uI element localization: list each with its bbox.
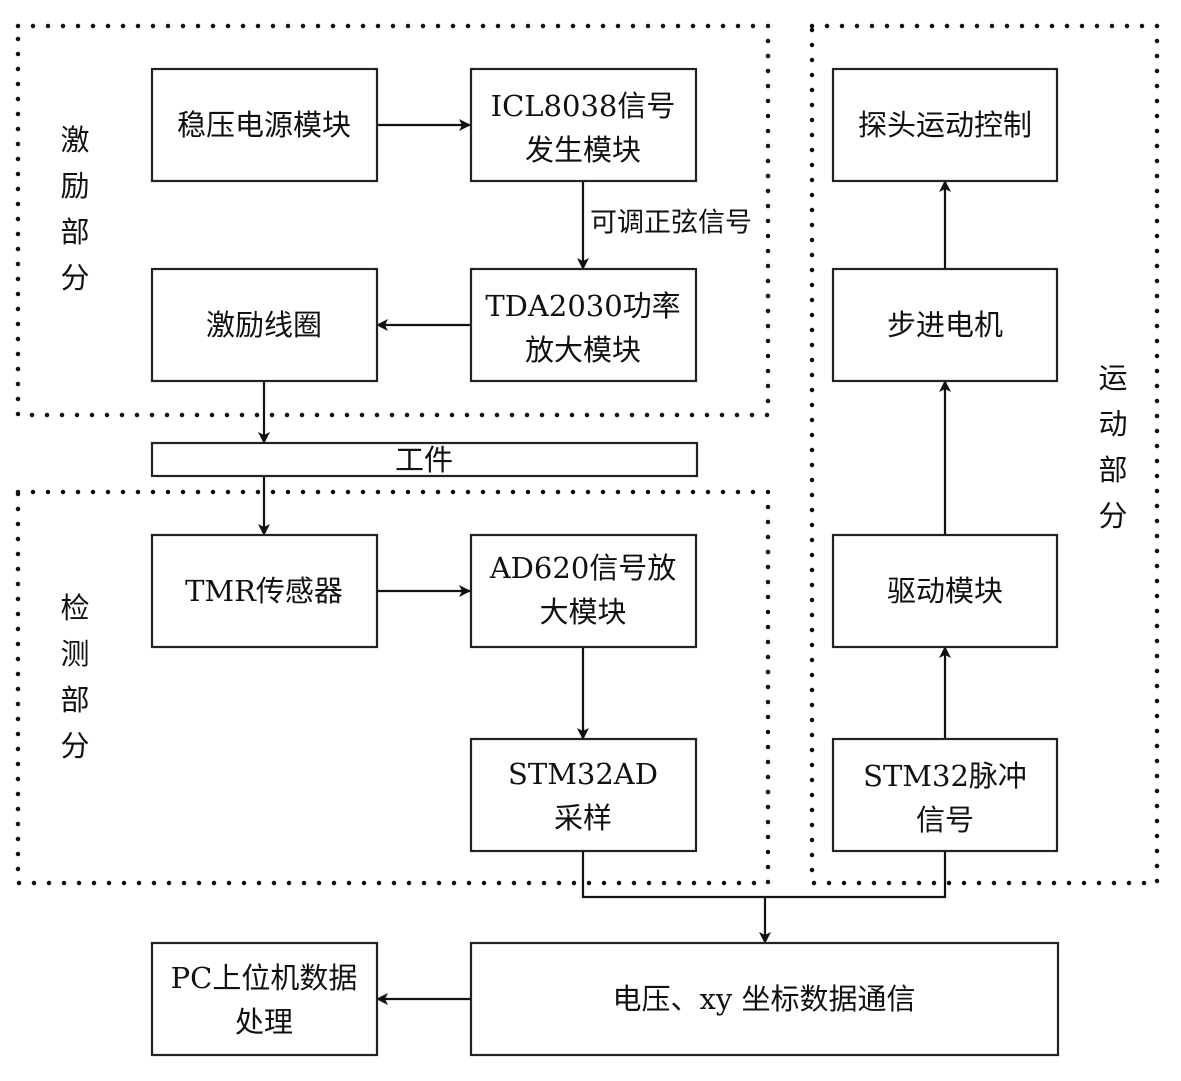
block-label: 步进电机 bbox=[887, 308, 1003, 342]
region-label-char: 分 bbox=[60, 261, 89, 295]
motion-region-label: 运 动 部 分 bbox=[1098, 361, 1127, 533]
block-label: 驱动模块 bbox=[887, 574, 1003, 608]
block-label: 信号 bbox=[916, 803, 974, 837]
block-tmr-sensor: TMR传感器 bbox=[150, 533, 379, 649]
block-probe-control: 探头运动控制 bbox=[831, 67, 1059, 183]
detection-region-label: 检 测 部 分 bbox=[60, 591, 89, 763]
block-label: 激励线圈 bbox=[206, 308, 322, 342]
block-regulated-power: 稳压电源模块 bbox=[150, 67, 379, 183]
block-workpiece: 工件 bbox=[150, 441, 699, 478]
block-ad620: AD620信号放 大模块 bbox=[469, 533, 698, 649]
block-label: 采样 bbox=[554, 801, 612, 835]
block-label: PC上位机数据 bbox=[171, 961, 358, 995]
region-label-char: 部 bbox=[60, 215, 89, 249]
region-label-char: 激 bbox=[60, 123, 89, 157]
region-label-char: 部 bbox=[60, 683, 89, 717]
block-data-comm: 电压、xy 坐标数据通信 bbox=[469, 941, 1060, 1057]
region-label-char: 部 bbox=[1098, 453, 1127, 487]
block-label: 探头运动控制 bbox=[858, 108, 1032, 142]
block-label: TDA2030功率 bbox=[485, 289, 680, 323]
block-label: 处理 bbox=[235, 1005, 293, 1039]
detection-region bbox=[15, 489, 771, 886]
block-label: STM32AD bbox=[508, 757, 658, 791]
region-label-char: 检 bbox=[60, 591, 89, 625]
block-label: 工件 bbox=[395, 443, 453, 477]
edge-label-sine-signal: 可调正弦信号 bbox=[590, 208, 752, 239]
excitation-region-label: 激 励 部 分 bbox=[60, 123, 89, 295]
block-label: AD620信号放 bbox=[489, 551, 677, 585]
block-icl8038: ICL8038信号 发生模块 bbox=[469, 67, 698, 183]
block-pc-processing: PC上位机数据 处理 bbox=[150, 941, 379, 1057]
block-label: STM32脉冲 bbox=[863, 759, 1027, 793]
connector-stm32-merge bbox=[581, 851, 947, 899]
block-label: 稳压电源模块 bbox=[177, 108, 351, 142]
excitation-region bbox=[15, 23, 771, 418]
block-label: TMR传感器 bbox=[185, 574, 343, 608]
block-driver: 驱动模块 bbox=[831, 533, 1059, 649]
block-excitation-coil: 激励线圈 bbox=[150, 267, 379, 383]
region-label-char: 动 bbox=[1098, 407, 1127, 441]
block-stm32-pulse: STM32脉冲 信号 bbox=[831, 737, 1059, 853]
region-label-char: 测 bbox=[60, 637, 89, 671]
region-label-char: 运 bbox=[1098, 361, 1127, 395]
block-stepper-motor: 步进电机 bbox=[831, 267, 1059, 383]
block-stm32-ad: STM32AD 采样 bbox=[469, 737, 698, 853]
block-label: ICL8038信号 bbox=[491, 89, 676, 123]
block-tda2030: TDA2030功率 放大模块 bbox=[469, 267, 698, 383]
block-label: 发生模块 bbox=[525, 133, 641, 167]
block-label: 电压、xy 坐标数据通信 bbox=[613, 982, 916, 1016]
region-label-char: 励 bbox=[60, 169, 89, 203]
block-label: 大模块 bbox=[539, 595, 626, 629]
region-label-char: 分 bbox=[1098, 499, 1127, 533]
block-label: 放大模块 bbox=[525, 333, 641, 367]
region-label-char: 分 bbox=[60, 729, 89, 763]
